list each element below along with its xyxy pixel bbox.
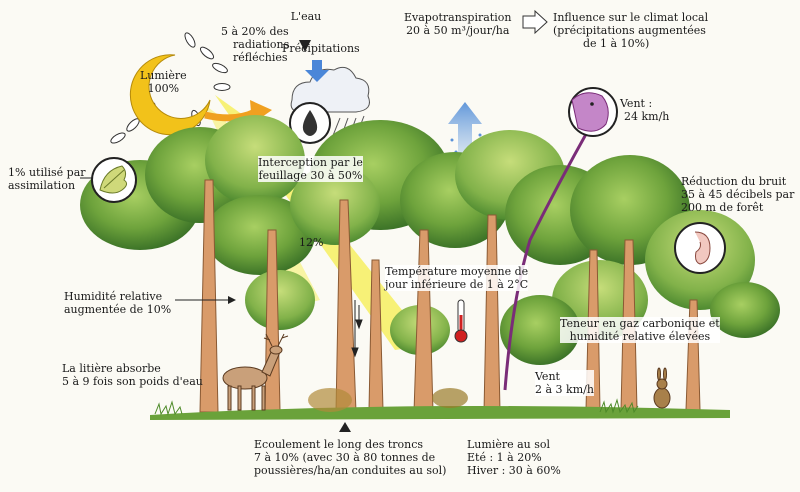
climate-influence-label: Influence sur le climat local (précipita…: [553, 11, 709, 50]
water-label: L'eau: [290, 10, 322, 23]
down-arrow-icon: [299, 40, 311, 52]
wind-face-icon: [568, 87, 618, 137]
rain-arrow-icon: [305, 60, 329, 82]
light-12-percent-label: 12%: [299, 236, 324, 249]
trunk-flow-marker: [339, 422, 351, 432]
rabbit-icon: [653, 367, 671, 409]
precipitation-label: Précipitations: [282, 42, 360, 55]
sun-icon: [129, 54, 211, 136]
oak-leaf-icon: [91, 157, 137, 203]
humidity-arrow-head: [228, 296, 236, 304]
climate-arrow-icon: [522, 9, 548, 35]
wind-top-label: Vent :24 km/h: [620, 97, 670, 123]
trunk-flow-arrows: [351, 300, 363, 358]
deer-icon: [222, 333, 289, 411]
thermometer-icon: [454, 299, 468, 343]
raindrop-icon: [289, 102, 331, 144]
ear-icon: [674, 222, 726, 274]
wind-line: [503, 117, 597, 391]
reflected-radiation-label: 5 à 20% des radiations réfléchies: [221, 25, 290, 64]
ground: [150, 388, 730, 420]
